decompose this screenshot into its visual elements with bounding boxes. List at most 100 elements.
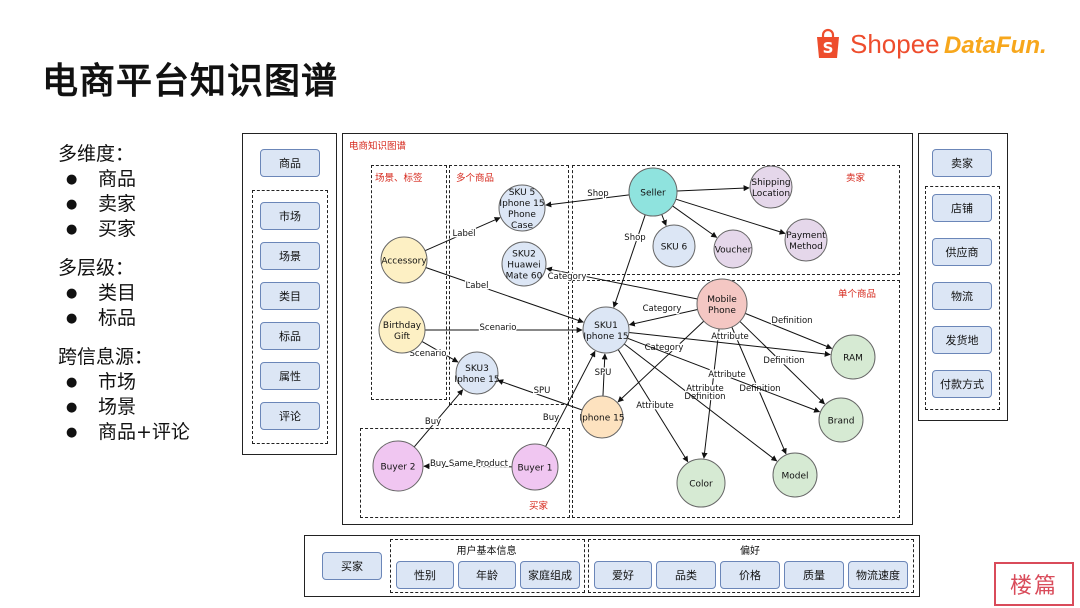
datafun-logo: DataFun. (944, 32, 1047, 59)
edge-mobile-ram (744, 312, 833, 350)
edge-mobile-iphone15 (617, 320, 705, 403)
node-label: Iphone 15 (454, 375, 499, 385)
group-heading: 多维度： (58, 143, 135, 165)
seller-region-label: 卖家 (846, 173, 866, 184)
node-label: RAM (843, 354, 863, 364)
node-label: SKU3 (465, 364, 489, 374)
edge-seller-sku5 (545, 194, 630, 208)
node-circle (818, 397, 864, 443)
svg-text:S: S (823, 39, 834, 57)
seller-item: 付款方式 (932, 370, 992, 398)
basic-info-label: 用户基本信息 (456, 546, 517, 557)
edge-birthday-sku3 (421, 341, 459, 363)
preference-item: 品类 (656, 561, 716, 589)
node-label: Huawei (507, 261, 540, 271)
edge-label: Category (645, 343, 684, 353)
edge-label: Shop (587, 189, 608, 199)
node-brand: Brand (818, 397, 864, 443)
node-label: Iphone 15 (583, 332, 628, 342)
node-label: SKU2 (512, 250, 536, 260)
group-heading: 跨信息源： (58, 346, 154, 368)
scene-region (371, 165, 447, 400)
seller-item: 店铺 (932, 194, 992, 222)
basic-info-item: 年龄 (458, 561, 516, 589)
edge-label: Category (548, 272, 587, 282)
node-label: Seller (640, 189, 666, 199)
edge-label: Category (643, 304, 682, 314)
edge-accessory-sku5 (424, 217, 501, 252)
source-group: 跨信息源： 市场 场景 商品+评论 (58, 345, 190, 445)
edge-label: Label (453, 229, 476, 239)
edge-sku1-color (617, 349, 689, 463)
dimension-group: 多维度： 商品 卖家 买家 (58, 142, 190, 242)
edge-label: Scenario (480, 323, 517, 333)
edge-seller-shipping (676, 185, 750, 192)
edge-sku1-brand (627, 337, 821, 413)
single-product-label: 单个商品 (838, 289, 877, 300)
node-label: Case (511, 221, 533, 231)
edge-label: Attribute (686, 384, 724, 394)
node-circle (378, 306, 426, 354)
bullet-item: 标品 (58, 306, 190, 331)
node-label: Iphone 15 (579, 414, 624, 424)
product-item: 评论 (260, 402, 320, 430)
scene-region-label: 场景、标签 (375, 173, 423, 184)
node-voucher: Voucher (713, 229, 753, 269)
preference-item: 质量 (784, 561, 844, 589)
node-label: Phone (508, 210, 536, 220)
edge-mobile-sku2 (545, 266, 698, 300)
dimension-list: 多维度： 商品 卖家 买家 多层级： 类目 标品 跨信息源： 市场 场景 商品+… (58, 142, 190, 459)
edge-label: Shop (624, 233, 645, 243)
node-label: Brand (828, 417, 855, 427)
bullet-item: 场景 (58, 395, 190, 420)
edge-sku1-ram (628, 332, 831, 357)
bullet-item: 买家 (58, 217, 190, 242)
basic-info-item: 家庭组成 (520, 561, 580, 589)
seller-item: 物流 (932, 282, 992, 310)
edge-label: Attribute (711, 332, 749, 342)
edge-iphone15-sku3 (497, 379, 583, 411)
bullet-item: 卖家 (58, 192, 190, 217)
edge-mobile-sku1 (628, 308, 698, 327)
node-circle (696, 278, 748, 330)
node-circle (772, 452, 818, 498)
node-buyer1: Buyer 1 (511, 443, 559, 491)
node-circle (455, 351, 499, 395)
buyer-region-label: 买家 (529, 501, 549, 512)
product-box: 商品 (260, 149, 320, 177)
node-accessory: Accessory (380, 236, 428, 284)
seller-subgroup (925, 186, 1000, 410)
multi-product-label: 多个商品 (456, 173, 495, 184)
product-item: 场景 (260, 242, 320, 270)
shopee-logo-text: Shopee (850, 28, 940, 59)
node-label: SKU 6 (661, 243, 688, 253)
preference-item: 爱好 (594, 561, 652, 589)
edge-accessory-sku1 (425, 267, 584, 324)
edge-iphone15-sku1 (601, 353, 608, 397)
node-label: SKU1 (594, 321, 618, 331)
seller-item: 发货地 (932, 326, 992, 354)
node-label: Accessory (381, 257, 427, 267)
node-label: Location (752, 189, 790, 199)
preference-group (588, 539, 914, 593)
edge-buyer2-sku3 (413, 389, 464, 448)
node-circle (380, 236, 428, 284)
seal-stamp: 楼篇 (994, 562, 1074, 606)
bullet-item: 市场 (58, 370, 190, 395)
edge-label: Definition (771, 316, 812, 326)
node-circle (372, 440, 424, 492)
node-circle (501, 241, 547, 287)
edge-label: Buy Same Product (430, 459, 509, 469)
node-label: Method (789, 242, 823, 252)
buyer-region (360, 428, 570, 518)
node-label: Birthday (383, 321, 422, 331)
basic-info-group (390, 539, 585, 593)
